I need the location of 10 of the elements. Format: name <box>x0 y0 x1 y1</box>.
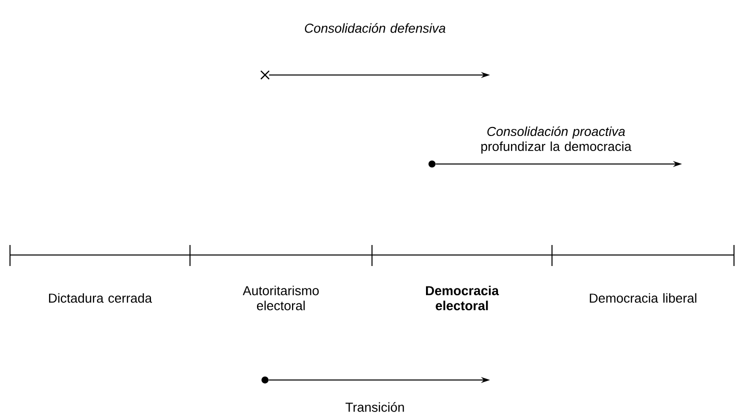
edge-label: Consolidación defensiva <box>304 23 446 33</box>
segment-label: Autoritarismo electoral <box>242 286 319 310</box>
dot-mark <box>262 376 268 384</box>
segment-label: Dictadura cerrada <box>49 293 152 303</box>
cross-mark <box>260 70 270 80</box>
segment-label: Democracia liberal <box>590 293 696 303</box>
dot-mark <box>428 160 436 168</box>
edge-label: Consolidación proactiva profundizar la democracia <box>481 126 632 154</box>
edge-label: Transición <box>346 402 404 412</box>
segment-label: Democracia electoral <box>426 286 499 310</box>
